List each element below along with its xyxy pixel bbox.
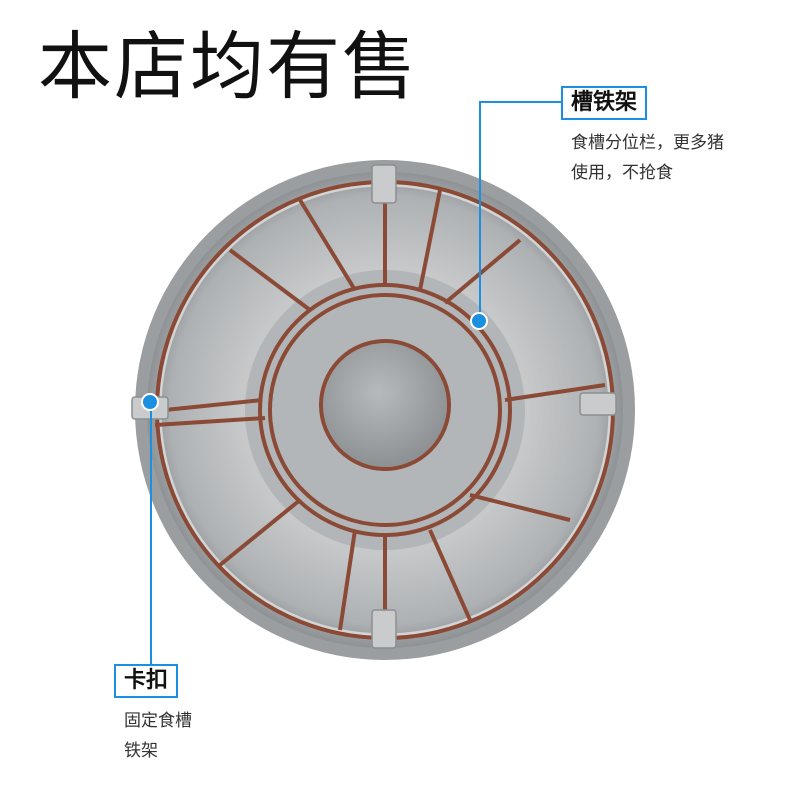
page-title: 本店均有售	[38, 24, 418, 110]
clip-label: 卡扣	[114, 664, 179, 698]
clip-desc-line-1: 固定食槽	[124, 711, 192, 731]
clip-description: 固定食槽 铁架	[124, 706, 192, 766]
frame-desc-line-1: 食槽分位栏，更多猪	[571, 133, 724, 153]
frame-desc-line-2: 使用，不抢食	[571, 163, 673, 183]
frame-description: 食槽分位栏，更多猪 使用，不抢食	[571, 128, 724, 188]
clip-desc-line-2: 铁架	[124, 741, 158, 761]
frame-label: 槽铁架	[561, 86, 648, 120]
frame-leader-horizontal	[479, 101, 561, 103]
frame-marker-dot	[470, 312, 488, 330]
clip-marker-dot	[141, 393, 159, 411]
clip-leader-vertical	[150, 402, 152, 682]
frame-leader-vertical	[479, 101, 481, 319]
